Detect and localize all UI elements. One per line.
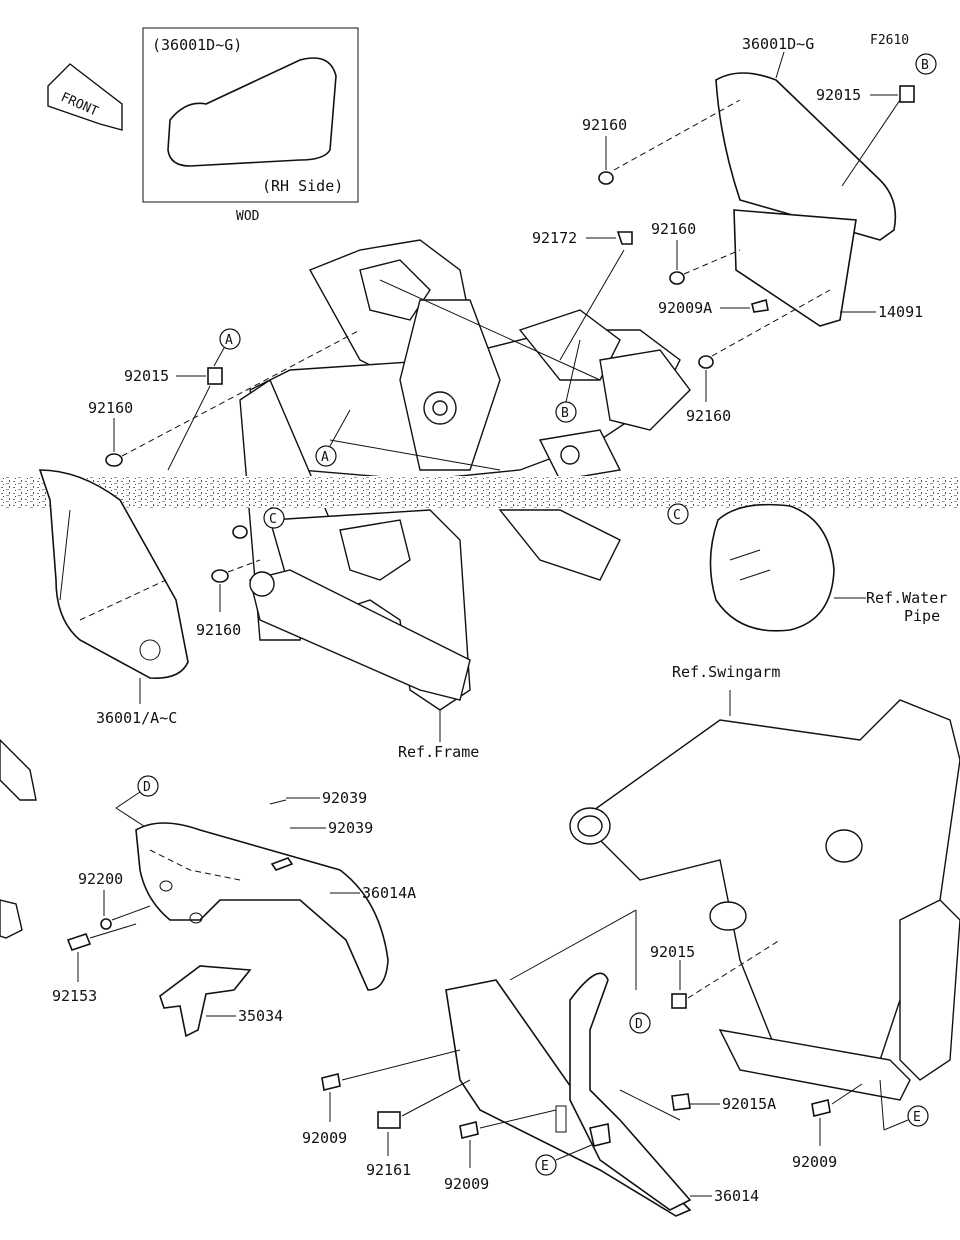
- callout-d-left-letter: D: [143, 780, 151, 795]
- scan-noise-band: [0, 476, 960, 508]
- label-92039-b: 92039: [328, 819, 373, 837]
- callout-e-lower-letter: E: [541, 1159, 549, 1174]
- label-36001d-g: 36001D~G: [742, 35, 814, 53]
- callout-c-frame-letter: C: [269, 512, 277, 527]
- label-92160-left: 92160: [88, 399, 133, 417]
- label-92153: 92153: [52, 987, 97, 1005]
- callout-c-right-letter: C: [673, 508, 681, 523]
- callout-c-frame: [263, 507, 285, 529]
- label-92009a: 92009A: [658, 299, 712, 317]
- label-35034: 35034: [238, 1007, 283, 1025]
- label-92015-top: 92015: [816, 86, 861, 104]
- label-92161: 92161: [366, 1161, 411, 1179]
- inset-frame: [142, 27, 359, 203]
- swingarm: Ref.Swingarm: [569, 663, 960, 1101]
- label-92160-lower: 92160: [196, 621, 241, 639]
- label-92009-b: 92009: [444, 1175, 489, 1193]
- chain-guard-upper: D 92039 92039 36014A 92200 92153 35034: [52, 775, 416, 1038]
- label-92015-left: 92015: [124, 367, 169, 385]
- fasteners-left: A 92015 92160 A C C 92160: [88, 328, 689, 639]
- ref-frame: Ref.Frame: [398, 743, 479, 761]
- callout-b-top: [915, 53, 937, 75]
- label-92160-top: 92160: [582, 116, 627, 134]
- callout-a-top-letter: A: [225, 333, 233, 348]
- water-pipe-cover: Ref.Water Pipe: [709, 503, 947, 632]
- label-92015-low: 92015: [650, 943, 695, 961]
- side-cover-left: 36001/A~C: [38, 469, 189, 727]
- callout-a-frame: [315, 445, 337, 467]
- inset-box: (36001D~G) (RH Side) WOD: [142, 27, 359, 224]
- callout-b-frame-letter: B: [561, 406, 569, 421]
- callout-e-right-letter: E: [913, 1110, 921, 1125]
- diagram-code: F2610: [870, 33, 909, 48]
- front-arrow-badge: FRONT: [47, 63, 123, 131]
- callout-b-top-letter: B: [921, 58, 929, 73]
- side-cover-right: 36001D~G 14091: [715, 35, 923, 327]
- callout-c-right: [667, 503, 689, 525]
- label-92172: 92172: [532, 229, 577, 247]
- side-cover-rh-inset: [167, 57, 337, 167]
- chain-guard-lower: 36014 92015 D 92015A 92009 92161 92009 E…: [302, 909, 929, 1217]
- label-36001a-c: 36001/A~C: [96, 709, 177, 727]
- label-92039-a: 92039: [322, 789, 367, 807]
- inset-side-note: (RH Side): [262, 177, 343, 195]
- fasteners-upper: 92160 92015 B 92172 92160 92009A 92160 B: [532, 53, 937, 425]
- inset-title: (36001D~G): [152, 36, 242, 54]
- callout-e-right: [907, 1105, 929, 1127]
- label-92015a: 92015A: [722, 1095, 776, 1113]
- label-92009-c: 92009: [792, 1153, 837, 1171]
- ref-water-pipe-line1: Ref.Water: [866, 589, 947, 607]
- callout-a-frame-letter: A: [321, 450, 329, 465]
- callout-a-top: [219, 328, 241, 350]
- label-92200: 92200: [78, 870, 123, 888]
- label-14091: 14091: [878, 303, 923, 321]
- left-edge-fragments: [0, 739, 37, 939]
- frame-lower: [249, 509, 621, 711]
- ref-swingarm: Ref.Swingarm: [672, 663, 780, 681]
- callout-e-lower: [535, 1154, 557, 1176]
- label-36014: 36014: [714, 1187, 759, 1205]
- label-92009-a: 92009: [302, 1129, 347, 1147]
- callout-d-lower-letter: D: [635, 1017, 643, 1032]
- label-36014a: 36014A: [362, 884, 416, 902]
- callout-d-lower: [629, 1012, 651, 1034]
- label-92160-right: 92160: [686, 407, 731, 425]
- label-92160-mid: 92160: [651, 220, 696, 238]
- inset-caption: WOD: [236, 209, 260, 224]
- ref-water-pipe-line2: Pipe: [904, 607, 940, 625]
- callout-d-left: [137, 775, 159, 797]
